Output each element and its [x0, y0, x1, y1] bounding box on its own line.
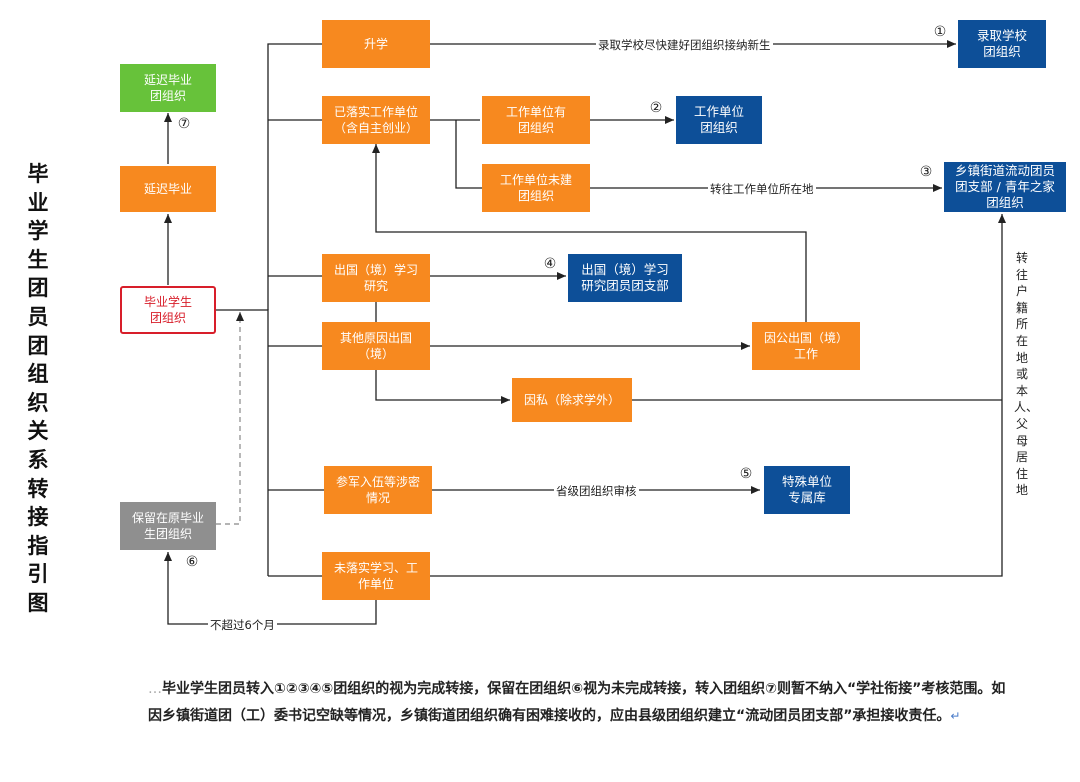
- center-node-graduate-org: 毕业学生 团组织: [120, 286, 216, 334]
- node-unplaced: 未落实学习、工 作单位: [322, 552, 430, 600]
- target-school-org: 录取学校 团组织: [958, 20, 1046, 68]
- footnote: …毕业学生团员转入①②③④⑤团组织的视为完成转接，保留在团组织⑥视为未完成转接，…: [148, 676, 1008, 730]
- trunk-line: [214, 309, 269, 576]
- target-abroad-branch: 出国（境）学习 研究团员团支部: [568, 254, 682, 302]
- arrow-public-to-employed: [372, 144, 807, 322]
- node-military: 参军入伍等涉密 情况: [324, 466, 432, 514]
- marker-7: ⑦: [177, 116, 191, 132]
- marker-1: ①: [933, 24, 947, 40]
- node-employer-none: 工作单位未建 团组织: [482, 164, 590, 212]
- label-provincial-review: 省级团组织审核: [554, 483, 639, 499]
- label-school: 录取学校尽快建好团组织接纳新生: [596, 37, 773, 53]
- target-floating-branch: 乡镇街道流动团员 团支部 / 青年之家 团组织: [944, 162, 1066, 212]
- target-employer-org: 工作单位 团组织: [676, 96, 762, 144]
- target-special-library: 特殊单位 专属库: [764, 466, 850, 514]
- node-employed: 已落实工作单位 （含自主创业）: [322, 96, 430, 144]
- node-further-study: 升学: [322, 20, 430, 68]
- line-unplaced-to-right: [430, 214, 1006, 577]
- node-delay-grad: 延迟毕业: [120, 166, 216, 212]
- node-delay-org: 延迟毕业 团组织: [120, 64, 216, 112]
- node-abroad-private: 因私（除求学外）: [512, 378, 632, 422]
- dashed-return: [216, 312, 244, 525]
- label-transfer-employer: 转往工作单位所在地: [708, 181, 816, 197]
- note-text: 毕业学生团员转入①②③④⑤团组织的视为完成转接，保留在团组织⑥视为未完成转接，转…: [148, 681, 1006, 724]
- node-employer-has: 工作单位有 团组织: [482, 96, 590, 144]
- node-abroad-study: 出国（境）学习 研究: [322, 254, 430, 302]
- node-abroad-other: 其他原因出国 （境）: [322, 322, 430, 370]
- note-lead: …: [148, 681, 162, 697]
- node-abroad-public: 因公出国（境） 工作: [752, 322, 860, 370]
- page-title: 毕业学生团员团组织关系转接指引图: [27, 162, 49, 615]
- marker-6: ⑥: [185, 554, 199, 570]
- marker-5: ⑤: [739, 466, 753, 482]
- line-to-private: [375, 370, 510, 404]
- marker-2: ②: [649, 100, 663, 116]
- line-to-employer-none: [455, 120, 482, 189]
- branch-further-study: [267, 43, 322, 310]
- label-household: 转往户籍所在地或本人、父母居住地: [1014, 251, 1039, 498]
- return-mark: ↵: [950, 709, 961, 723]
- label-six-months: 不超过6个月: [208, 617, 277, 633]
- marker-4: ④: [543, 256, 557, 272]
- marker-3: ③: [919, 164, 933, 180]
- node-keep-org: 保留在原毕业 生团组织: [120, 502, 216, 550]
